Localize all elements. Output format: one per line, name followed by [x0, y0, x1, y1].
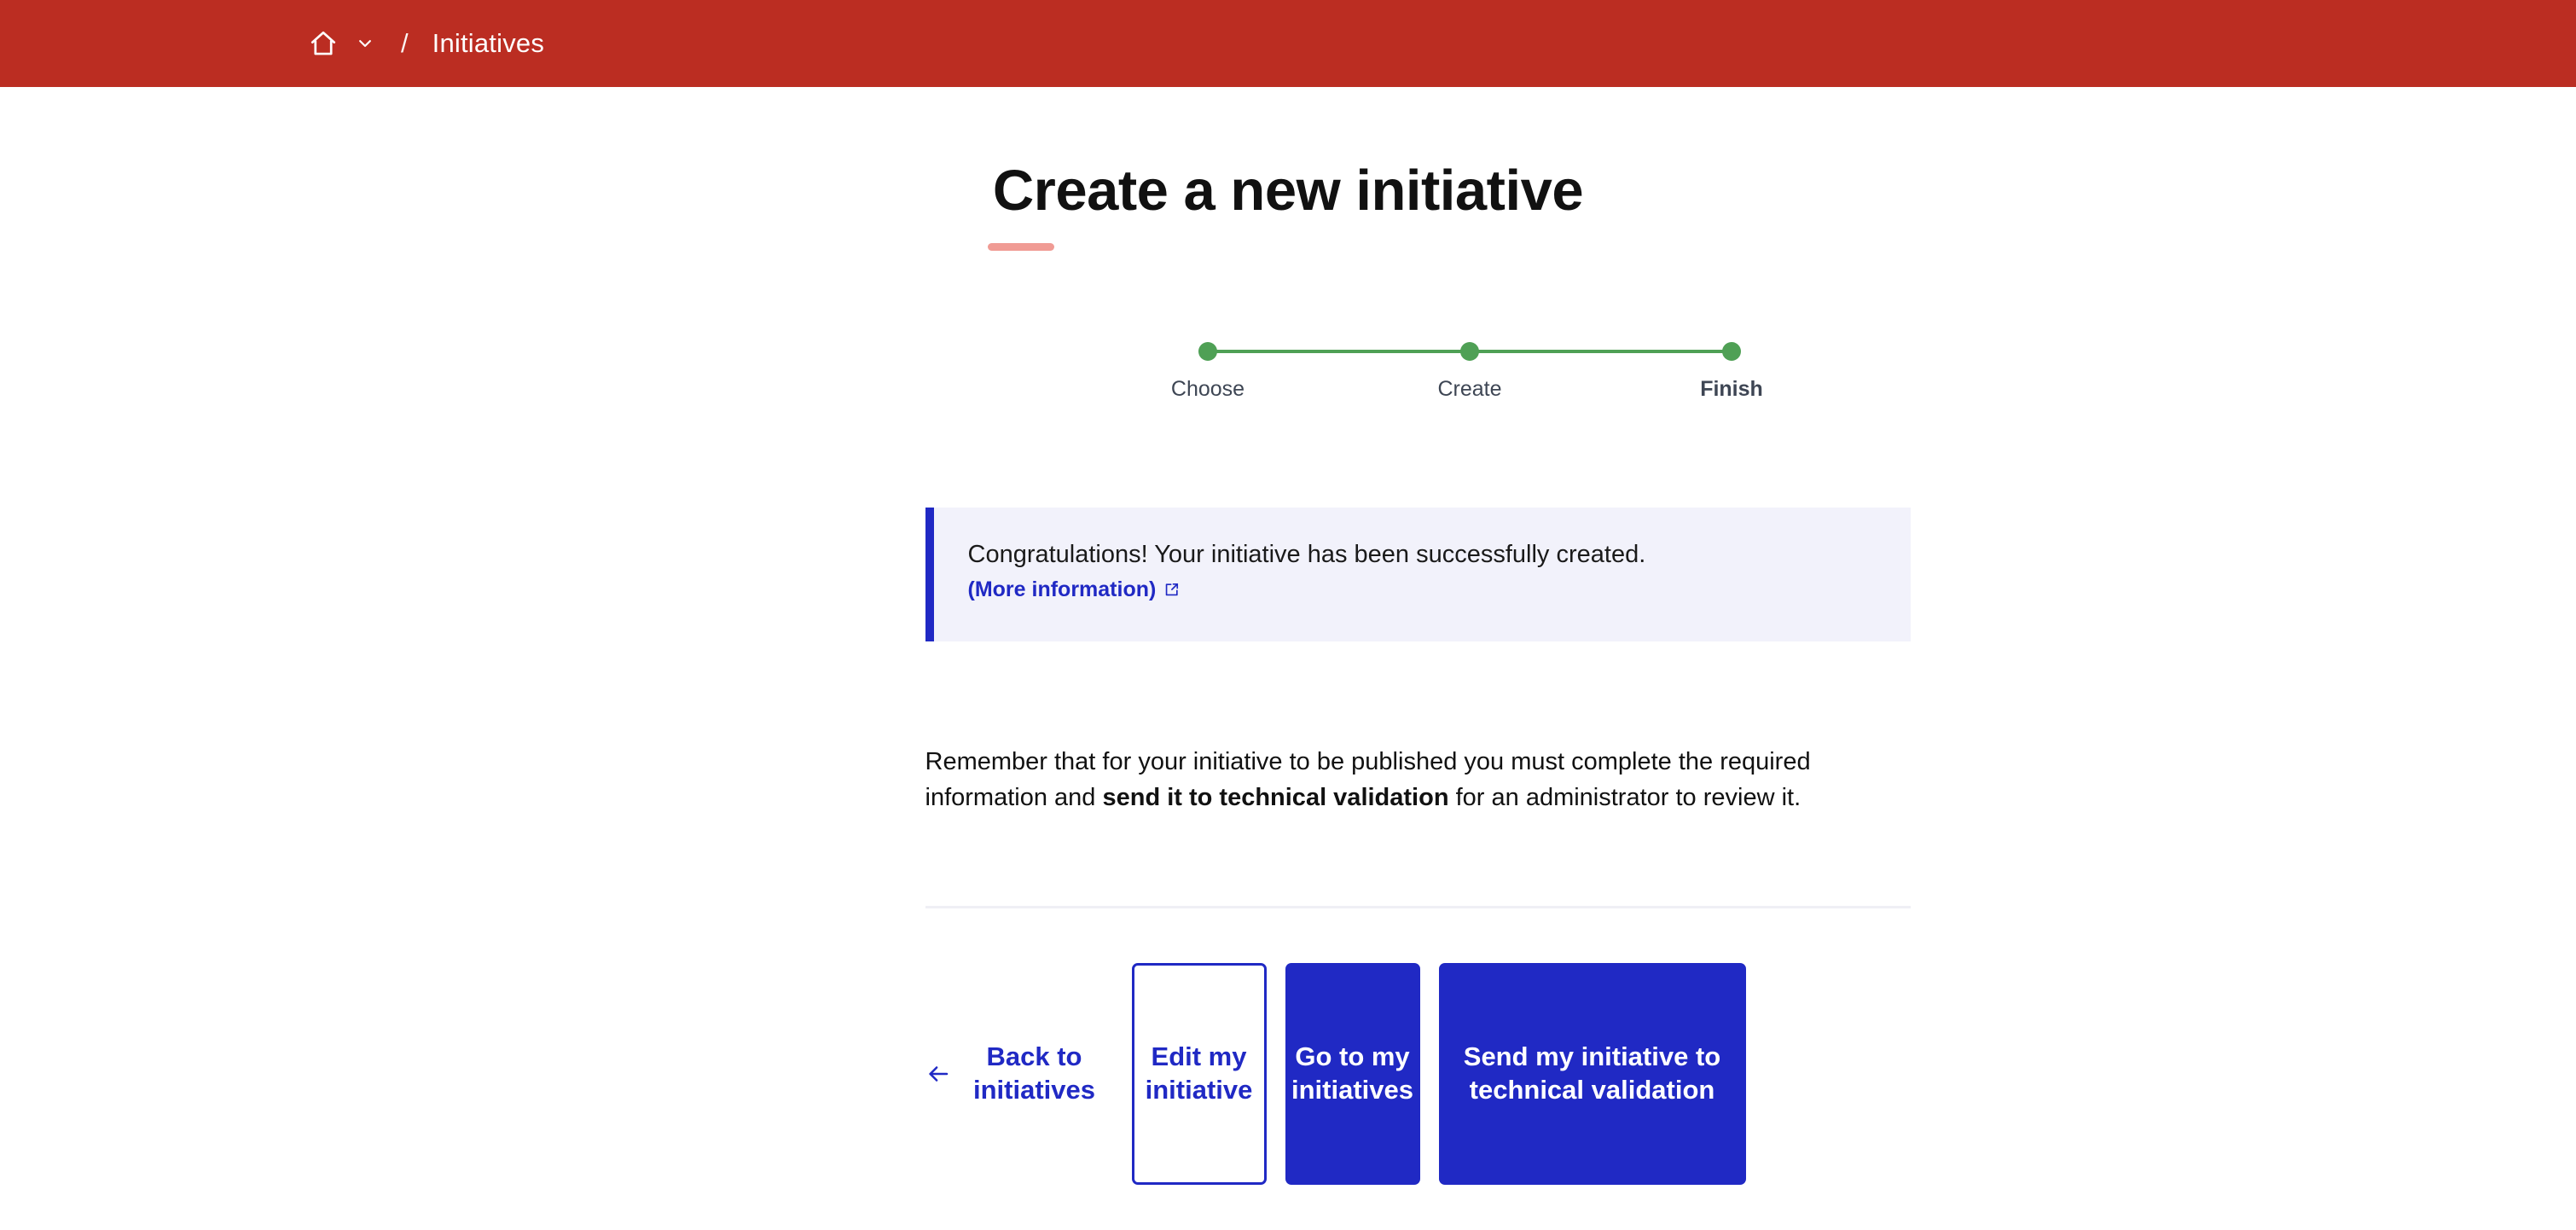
- reminder-text-part-2: for an administrator to review it.: [1448, 783, 1801, 811]
- progress-stepper: Choose Create Finish: [835, 342, 1763, 403]
- page-title: Create a new initiative: [992, 159, 1584, 223]
- section-divider: [925, 905, 1911, 908]
- stepper-dot-create[interactable]: [1460, 342, 1479, 361]
- external-link-icon[interactable]: [1163, 582, 1180, 598]
- chevron-down-icon[interactable]: [357, 35, 374, 52]
- stepper-dot-choose[interactable]: [1198, 342, 1217, 361]
- stepper-label-finish: Finish: [1700, 377, 1763, 401]
- success-message: Congratulations! Your initiative has bee…: [967, 541, 1646, 568]
- back-to-initiatives-link[interactable]: Back to initiatives: [925, 963, 1132, 1185]
- reminder-text-part-1: Remember that for your initiative to be …: [925, 748, 1811, 811]
- stepper-track: [1198, 342, 1741, 361]
- action-button-row: Back to initiatives Edit my initiative G…: [925, 962, 1911, 1185]
- title-accent-underline: [988, 243, 1054, 251]
- more-information-row: (More information): [968, 577, 1877, 602]
- page-body: Create a new initiative Choose Create Fi…: [0, 87, 2576, 1185]
- home-icon[interactable]: [309, 29, 338, 58]
- more-information-link[interactable]: (More information): [967, 577, 1157, 602]
- back-to-initiatives-label: Back to initiatives: [973, 1041, 1095, 1105]
- page-title-block: Create a new initiative: [0, 87, 2576, 255]
- send-to-technical-validation-button[interactable]: Send my initiative to technical validati…: [1438, 962, 1746, 1185]
- breadcrumb-current[interactable]: Initiatives: [432, 28, 545, 58]
- arrow-left-icon[interactable]: [925, 1061, 951, 1087]
- breadcrumb-separator: /: [401, 28, 409, 58]
- content-column: Congratulations! Your initiative has bee…: [925, 508, 1911, 1185]
- reminder-text: Remember that for your initiative to be …: [925, 745, 1881, 816]
- go-to-my-initiatives-button[interactable]: Go to my initiatives: [1285, 962, 1420, 1185]
- stepper-label-create: Create: [1437, 377, 1502, 401]
- stepper-label-choose: Choose: [1170, 377, 1245, 401]
- stepper-dot-finish[interactable]: [1722, 342, 1741, 361]
- top-navigation-bar: / Initiatives: [0, 0, 2576, 87]
- stepper-labels: Choose Create Finish: [1171, 377, 1763, 403]
- edit-my-initiative-button[interactable]: Edit my initiative: [1131, 962, 1267, 1185]
- reminder-text-emphasis: send it to technical validation: [1102, 783, 1449, 811]
- success-callout: Congratulations! Your initiative has bee…: [925, 508, 1911, 641]
- home-breadcrumb-button[interactable]: [309, 29, 374, 58]
